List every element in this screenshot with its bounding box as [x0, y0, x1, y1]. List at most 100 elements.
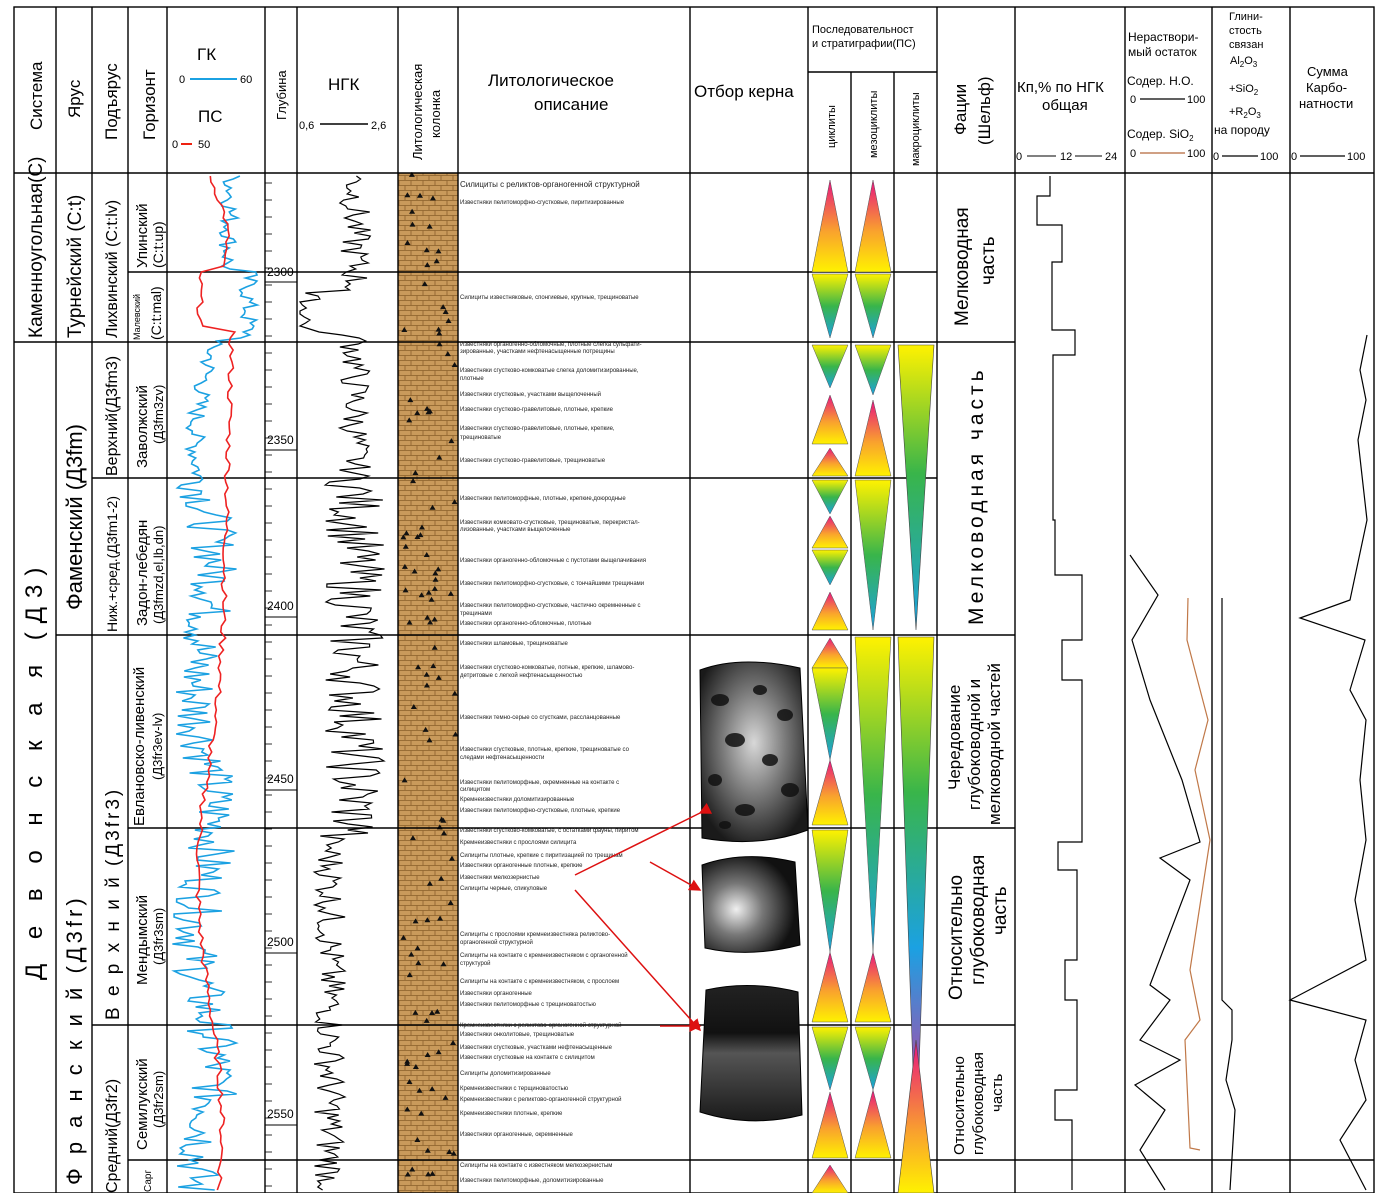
- insol-s-min: 0: [1130, 148, 1136, 160]
- carb-min: 0: [1291, 151, 1297, 163]
- grid-lines: [13, 6, 1375, 1193]
- lithology-description: Известняки сгустковые, участками выщелоч…: [460, 391, 601, 398]
- header-insol-sio2: Содер. SiO2: [1127, 127, 1194, 143]
- litho-mark: [448, 855, 455, 861]
- lithology-description: Известняки онколитовые, трещиноватые: [460, 1032, 575, 1038]
- litho-mark: [404, 1060, 411, 1066]
- facies-alt-1: Чередование: [945, 685, 964, 790]
- litho-mark: [450, 1039, 457, 1045]
- lithology-description: Известняки пелитоморфно-сгустковые, с то…: [460, 580, 644, 587]
- litho-mark: [417, 532, 424, 538]
- horizon-upa-2: (C:t:up): [150, 221, 166, 268]
- litho-mark: [435, 326, 442, 332]
- header-facies-1: Фации: [951, 84, 970, 135]
- litho-mark: [407, 397, 414, 403]
- litho-mark: [415, 960, 422, 966]
- litho-mark: [440, 961, 447, 967]
- gk-curve: [171, 175, 261, 1191]
- litho-mark: [424, 917, 431, 923]
- horizon-malev-1: Малевский: [132, 294, 142, 340]
- lithology-description: Известняки пелитоморфно-сгустковые, пири…: [460, 200, 625, 206]
- horizon-zadon-2: (Д3fmzd,el,lb,dn): [151, 526, 166, 624]
- lithology-description: Известняки сгустковые на контакте с сили…: [460, 1055, 595, 1061]
- litho-mark: [422, 726, 429, 732]
- litho-mark: [421, 281, 428, 287]
- header-ps: ПС: [198, 107, 223, 126]
- lithology-description: Известняки пелитоморфные, плотные, крепк…: [460, 496, 626, 502]
- macrocycle-2-base: [897, 1039, 935, 1193]
- litho-mark: [442, 1094, 449, 1100]
- litho-mark: [447, 590, 454, 596]
- header-cycles: циклиты: [826, 105, 838, 148]
- depth-2400: 2400: [267, 599, 294, 613]
- core-photo-2: [701, 856, 801, 953]
- facies-alt-3: мелководной частей: [985, 663, 1004, 825]
- depth-2350: 2350: [267, 433, 294, 447]
- litho-mark: [414, 1136, 421, 1142]
- core-photo-3: [699, 985, 803, 1122]
- litho-mark: [424, 262, 431, 268]
- insol-s-max: 100: [1187, 148, 1205, 160]
- lithology-description: зированные, участками нефтенасыщенные по…: [460, 349, 615, 355]
- core-arrow-1: [574, 802, 713, 876]
- lithology-description: Известняки темно-серые со сгустками, рас…: [460, 715, 621, 721]
- ps-scale-min: 0: [172, 139, 178, 151]
- lithology-description: Силициты на контакте с кремнеизвестняком…: [460, 952, 628, 959]
- lithology-marks: [400, 171, 459, 1177]
- litho-mark: [409, 835, 416, 841]
- litho-mark: [446, 1149, 453, 1155]
- horizon-evl-2: (Д3fr3ev-lv): [150, 713, 165, 780]
- litho-mark: [418, 592, 425, 598]
- cycle-down: [811, 273, 849, 339]
- gk-scale-min: 0: [179, 74, 185, 86]
- horizon-zadon-1: Задон-лебедян: [134, 520, 151, 626]
- macrocycle-1: [897, 344, 935, 631]
- litho-mark: [440, 304, 447, 310]
- cycle-up: [811, 447, 849, 477]
- litho-mark: [426, 880, 433, 886]
- header-clay-3: связан: [1229, 39, 1263, 51]
- lithology-description: Известняки органогенные: [460, 991, 533, 997]
- litho-mark: [448, 438, 455, 444]
- facies-shallow-big: Мелководная часть: [965, 366, 988, 625]
- lithology-description: Силициты известняковые, спонгиевые, круп…: [460, 295, 639, 301]
- litho-mark: [425, 1171, 432, 1177]
- kp-curve: [1036, 176, 1083, 1190]
- litho-mark: [402, 543, 409, 549]
- litho-mark: [429, 1086, 436, 1092]
- kp-scale-24: 24: [1105, 151, 1117, 163]
- litho-mark: [404, 1106, 411, 1112]
- litho-mark: [410, 478, 417, 484]
- lithology-description: Известняки органогенно-обломочные с пуст…: [460, 558, 646, 564]
- insol-no-min: 0: [1130, 94, 1136, 106]
- litho-mark: [401, 326, 408, 332]
- horizon-sarg: Сарг: [143, 1170, 154, 1192]
- lithology-description: Известняки сгустково-гравелитовые, трещи…: [460, 458, 606, 464]
- lithology-description: Силициты с прослоями кремнеизвестняка ре…: [460, 932, 610, 938]
- header-ps-seq-1: Последовательност: [812, 24, 914, 36]
- header-clay-al: Al2O3: [1230, 55, 1258, 69]
- header-insol-no: Содер. Н.О.: [1127, 74, 1194, 88]
- horizon-zavol-1: Заволжский: [134, 385, 151, 468]
- header-facies-2: (Шельф): [975, 76, 994, 145]
- header-mesocycles: мезоциклиты: [868, 91, 880, 158]
- carbonate-curve: [1288, 334, 1368, 1191]
- litho-mark: [447, 900, 454, 906]
- litho-mark: [402, 587, 409, 593]
- ngk-scale-min: 0,6: [299, 120, 314, 132]
- litho-mark: [409, 208, 416, 214]
- litho-mark: [424, 1147, 431, 1153]
- litho-mark: [426, 223, 433, 229]
- litho-mark: [435, 248, 442, 254]
- cycle-up: [811, 591, 849, 631]
- kp-scale-12: 12: [1060, 151, 1072, 163]
- core-arrow-3: [574, 889, 701, 1032]
- litho-mark: [432, 570, 439, 576]
- cycle-down: [811, 344, 849, 389]
- lithology-description: лизованные, участками выщелоченные: [460, 527, 571, 533]
- header-carb-2: Карбо-: [1306, 80, 1347, 95]
- lithology-description: следами нефтенасыщенности: [460, 755, 544, 761]
- depth-2450: 2450: [267, 772, 294, 786]
- sio2-curve: [1184, 597, 1211, 1151]
- core-photo-1: [699, 661, 809, 843]
